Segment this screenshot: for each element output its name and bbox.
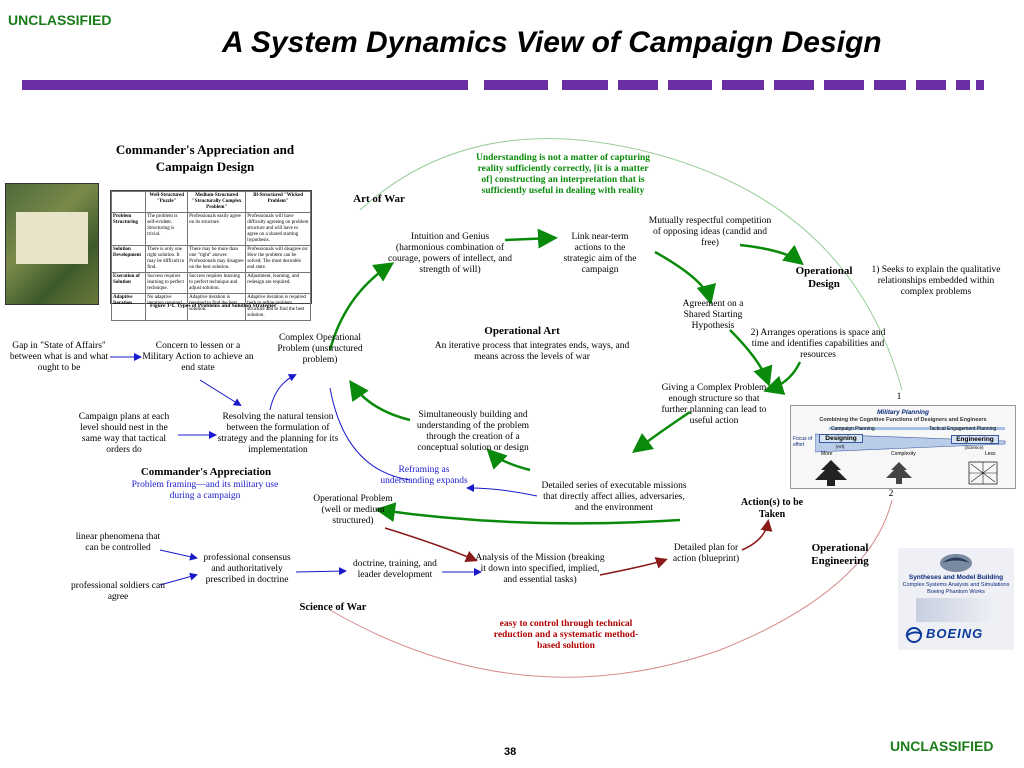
science-of-war-label: Science of War xyxy=(299,602,367,613)
page-number: 38 xyxy=(504,746,517,758)
intuition-node: Intuition and Genius (harmonious combina… xyxy=(388,232,512,275)
complex-problem-node: Complex Operational Problem (unstructure… xyxy=(277,333,363,365)
commanders-appreciation-label: Commander's Appreciation xyxy=(140,466,272,478)
table-row: Execution of Solution Success requires l… xyxy=(110,272,311,294)
mp-designing-sub: (Art) xyxy=(835,444,845,449)
actions-label: Action(s) to be Taken xyxy=(740,497,804,520)
mp-more: More xyxy=(821,451,833,457)
table-caption: Figure 1-1. Types of Problems and Soluti… xyxy=(150,303,276,309)
table-header: Ill-Structured "Wicked Problem" xyxy=(245,191,311,213)
understanding-note: Understanding is not a matter of capturi… xyxy=(476,153,650,196)
detailed-plan-node: Detailed plan for action (blueprint) xyxy=(672,543,740,564)
table-row: Solution Development There is only one r… xyxy=(110,245,311,273)
table-header xyxy=(110,191,147,213)
boeing-logo: BOEING xyxy=(926,626,984,641)
operational-problem-node: Operational Problem (well or medium stru… xyxy=(313,494,393,526)
arranges-note: 2) Arranges operations is space and time… xyxy=(750,328,886,360)
operational-engineering-label: Operational Engineering xyxy=(811,542,869,567)
operational-design-label: Operational Design xyxy=(795,265,853,290)
reframing-note: Reframing as understanding expands xyxy=(380,465,468,486)
mp-designing: Designing xyxy=(819,434,863,443)
agreement-node: Agreement on a Shared Starting Hypothesi… xyxy=(682,299,744,331)
boeing-block: Syntheses and Model Building Complex Sys… xyxy=(898,548,1014,650)
mp-tactical-planning: Tactical Engagement Planning xyxy=(929,426,997,432)
classification-bottom: UNCLASSIFIED xyxy=(890,738,994,754)
table-header: Medium-Structured "Structurally Complex … xyxy=(187,191,247,213)
analysis-node: Analysis of the Mission (breaking it dow… xyxy=(475,553,605,585)
table-row: Adaptive Iteration No adaptive iteration… xyxy=(110,293,311,321)
seeks-explain-note: 1) Seeks to explain the qualitative rela… xyxy=(871,265,1001,297)
mp-less: Less xyxy=(985,451,996,457)
mp-focus: Focus of effort xyxy=(793,436,813,448)
boeing-line3: Boeing Phantom Works xyxy=(927,589,985,595)
professional-consensus-node: professional consensus and authoritative… xyxy=(203,553,291,585)
easy-control-note: easy to control through technical reduct… xyxy=(493,619,639,651)
page-title: A System Dynamics View of Campaign Desig… xyxy=(222,26,882,59)
campaign-plans-node: Campaign plans at each level should nest… xyxy=(78,412,170,455)
marker-1: 1 xyxy=(896,392,902,402)
boeing-line2: Complex Systems Analysis and Simulations xyxy=(902,582,1010,588)
boeing-line1: Syntheses and Model Building xyxy=(908,574,1004,581)
simultaneously-node: Simultaneously building and understandin… xyxy=(416,410,530,453)
military-planning-graphic: Military Planning Combining the Cognitiv… xyxy=(790,405,1016,489)
marker-2: 2 xyxy=(888,489,894,499)
problem-framing-note: Problem framing—and its military use dur… xyxy=(131,480,279,501)
phantom-logo-icon xyxy=(940,554,972,572)
science-of-war-arc xyxy=(329,499,893,678)
mutually-respectful-node: Mutually respectful competition of oppos… xyxy=(648,216,772,248)
doctrine-node: doctrine, training, and leader developme… xyxy=(353,559,437,580)
mp-title: Military Planning xyxy=(876,409,929,416)
manual-cover-label xyxy=(16,212,88,264)
left-panel-heading: Commander's Appreciation and Campaign De… xyxy=(115,142,295,174)
table-header: Well-Structured "Puzzle" xyxy=(145,191,189,213)
mp-engineering: Engineering xyxy=(951,435,999,444)
operational-art-title: Operational Art xyxy=(484,325,560,337)
mp-engineering-sub: (Science) xyxy=(964,445,984,450)
mp-complexity: Complexity xyxy=(891,451,916,457)
manual-cover-image xyxy=(5,183,99,305)
mp-campaign-planning: Campaign Planning xyxy=(831,426,875,432)
professional-soldiers-node: professional soldiers can agree xyxy=(71,581,165,602)
table-row: Problem Structuring The problem is self-… xyxy=(110,212,311,246)
problem-types-table: Well-Structured "Puzzle" Medium-Structur… xyxy=(110,190,312,321)
mp-trees-icon xyxy=(815,460,998,486)
detailed-series-node: Detailed series of executable missions t… xyxy=(541,481,687,513)
art-of-war-arc xyxy=(359,138,903,391)
link-near-term-node: Link near-term actions to the strategic … xyxy=(563,232,637,275)
resolving-node: Resolving the natural tension between th… xyxy=(217,412,339,455)
concern-node: Concern to lessen or a Military Action t… xyxy=(142,341,254,373)
linear-node: linear phenomena that can be controlled xyxy=(75,532,161,553)
giving-complex-node: Giving a Complex Problem enough structur… xyxy=(661,383,767,426)
art-of-war-label: Art of War xyxy=(353,193,405,205)
classification-top: UNCLASSIFIED xyxy=(8,12,112,28)
mp-subtitle: Combining the Cognitive Functions of Des… xyxy=(819,417,987,423)
boeing-symbol-icon xyxy=(905,627,923,643)
operational-art-desc: An iterative process that integrates end… xyxy=(434,341,630,362)
gap-node: Gap in "State of Affairs" between what i… xyxy=(9,341,109,373)
